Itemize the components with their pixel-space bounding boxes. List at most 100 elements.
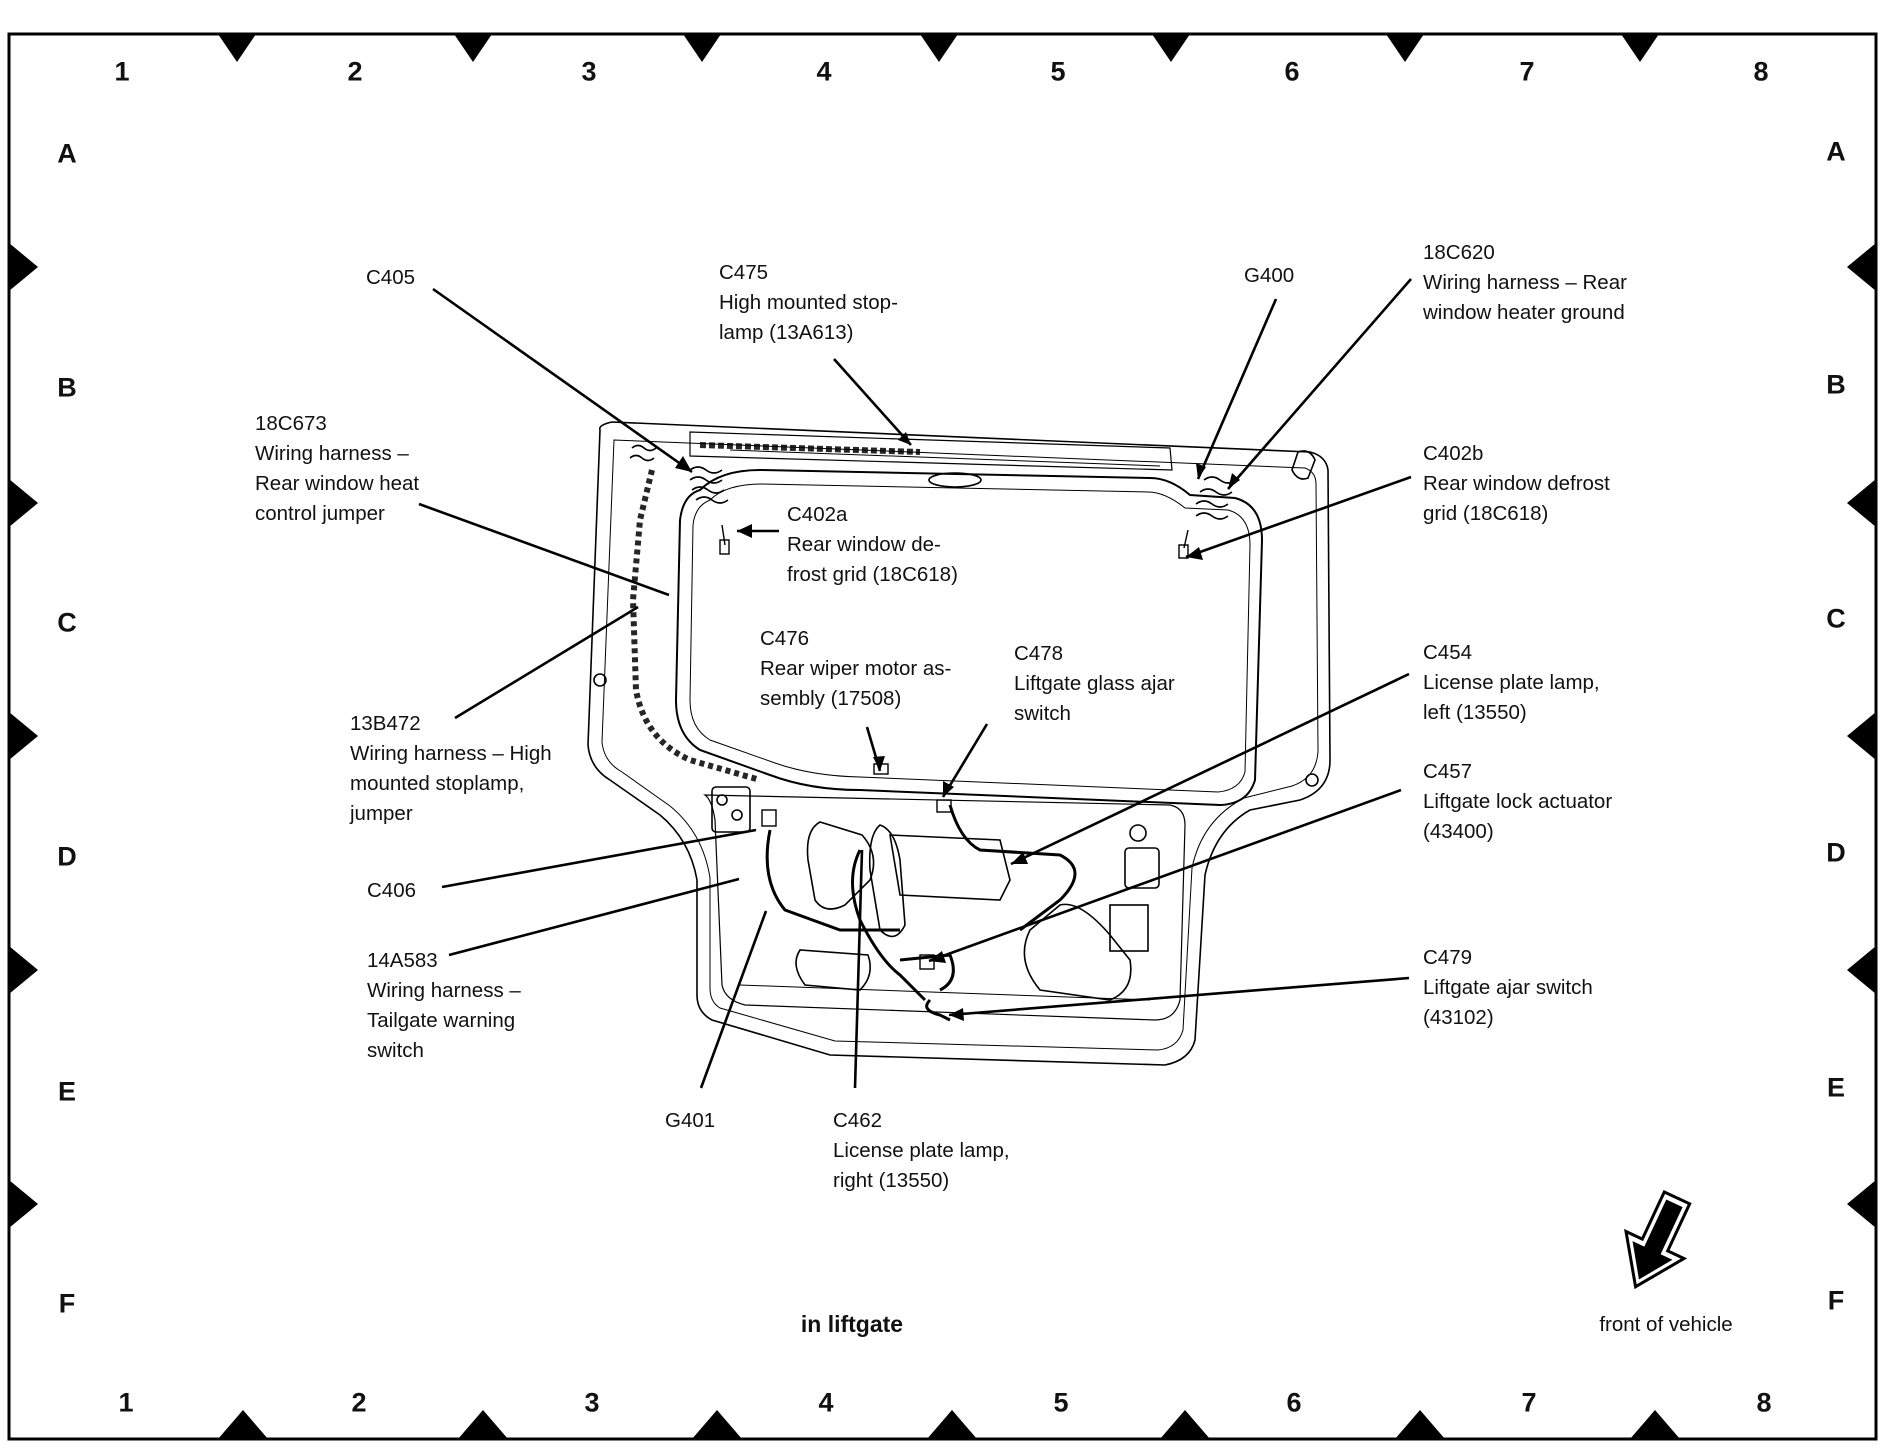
grid-marker	[218, 1410, 268, 1439]
grid-column-label: 7	[1521, 1387, 1537, 1418]
arrowhead	[1186, 547, 1203, 560]
grid-marker	[218, 34, 256, 62]
grid-markers-bottom	[218, 1410, 1680, 1439]
grid-row-label: D	[57, 841, 77, 872]
grid-marker	[1621, 34, 1659, 62]
callout-code: C406	[367, 879, 417, 902]
callout-description: Wiring harness –	[367, 979, 521, 1002]
callout-code: 18C620	[1423, 241, 1495, 264]
callout-G400: G400	[1244, 261, 1294, 291]
grid-marker	[927, 1410, 977, 1439]
callout-C475: C475 High mounted stop- lamp (13A613)	[719, 258, 898, 348]
arrowhead	[929, 951, 946, 963]
arrowhead	[873, 756, 885, 771]
callout-code: C476	[760, 627, 810, 650]
grid-column-label: 3	[584, 1387, 600, 1418]
callout-C454: C454 License plate lamp, left (13550)	[1423, 638, 1600, 728]
grid-column-label: 5	[1053, 1387, 1069, 1418]
leader-line-18C620	[1227, 278, 1412, 490]
callout-C476: C476 Rear wiper motor as- sembly (17508)	[760, 624, 951, 714]
callout-code: 14A583	[367, 949, 438, 972]
grid-column-label: 4	[816, 56, 832, 87]
grid-column-label: 6	[1286, 1387, 1302, 1418]
grid-marker	[9, 243, 38, 291]
callout-description: Liftgate glass ajar	[1014, 672, 1175, 695]
grid-marker	[1630, 1410, 1680, 1439]
leader-line-C462	[853, 849, 864, 1089]
grid-column-label: 1	[118, 1387, 134, 1418]
callout-description: frost grid (18C618)	[787, 563, 958, 586]
callout-code: 13B472	[350, 712, 421, 735]
callout-description: mounted stoplamp,	[350, 772, 525, 795]
callout-code: C462	[833, 1109, 883, 1132]
leader-line-G400	[1196, 298, 1278, 480]
callout-description: Rear window de-	[787, 533, 941, 556]
callout-13B472: 13B472 Wiring harness – High mounted sto…	[350, 709, 552, 829]
grid-marker	[1386, 34, 1424, 62]
grid-row-label: F	[1827, 1285, 1845, 1316]
leader-lines	[418, 278, 1412, 1089]
grid-column-label: 8	[1756, 1387, 1772, 1418]
callout-description: switch	[367, 1039, 424, 1062]
grid-row-label: C	[57, 607, 77, 638]
grid-column-label: 5	[1050, 56, 1066, 87]
grid-marker	[1847, 1180, 1876, 1228]
callout-description: Wiring harness –	[255, 442, 409, 465]
callout-C405: C405	[366, 263, 415, 293]
grid-column-label: 6	[1284, 56, 1300, 87]
callout-description: Wiring harness – Rear	[1423, 271, 1627, 294]
grid-row-label: E	[57, 1076, 77, 1107]
callout-description: Wiring harness – High	[350, 742, 552, 765]
callout-C457: C457 Liftgate lock actuator (43400)	[1423, 757, 1612, 847]
callout-code: C479	[1423, 946, 1473, 969]
leader-line-13B472	[454, 605, 639, 720]
callout-18C673: 18C673 Wiring harness – Rear window heat…	[255, 409, 419, 529]
callout-C462: C462 License plate lamp, right (13550)	[833, 1106, 1010, 1196]
callout-C479: C479 Liftgate ajar switch (43102)	[1423, 943, 1593, 1033]
callout-code: G400	[1244, 264, 1295, 287]
callout-code: C457	[1423, 760, 1473, 783]
grid-column-label: 4	[818, 1387, 834, 1418]
leader-arrowheads	[675, 432, 1240, 1021]
grid-marker	[920, 34, 958, 62]
callout-description: jumper	[350, 802, 413, 825]
grid-marker	[1152, 34, 1190, 62]
callout-description: (43102)	[1423, 1006, 1494, 1029]
callout-code: C454	[1423, 641, 1473, 664]
leader-line-G401	[699, 910, 768, 1089]
callout-code: G401	[665, 1109, 716, 1132]
leader-line-C406	[441, 828, 757, 889]
callout-code: C478	[1014, 642, 1064, 665]
leader-line-C457	[928, 788, 1402, 963]
callout-description: window heater ground	[1423, 301, 1625, 324]
arrowhead	[943, 781, 954, 797]
leader-line-C405	[432, 287, 693, 474]
front-of-vehicle-arrow-icon	[1624, 1189, 1692, 1290]
callout-description: Rear window defrost	[1423, 472, 1610, 495]
callout-description: sembly (17508)	[760, 687, 902, 710]
arrowhead	[949, 1008, 964, 1021]
arrowhead	[1011, 852, 1028, 864]
grid-column-label: 8	[1753, 56, 1769, 87]
callout-description: Rear wiper motor as-	[760, 657, 952, 680]
grid-marker	[458, 1410, 508, 1439]
arrowhead	[737, 524, 752, 538]
grid-marker	[692, 1410, 742, 1439]
leader-line-C454	[1010, 672, 1410, 866]
callout-description: switch	[1014, 702, 1071, 725]
grid-column-label: 2	[351, 1387, 367, 1418]
callout-code: C405	[366, 266, 416, 289]
leader-line-18C673	[418, 502, 670, 597]
callout-C402b: C402b Rear window defrost grid (18C618)	[1423, 439, 1610, 529]
grid-markers-left	[9, 243, 38, 1228]
callout-code: C402b	[1423, 442, 1484, 465]
arrowhead	[675, 456, 692, 472]
grid-markers-top	[218, 34, 1659, 62]
grid-marker	[1847, 946, 1876, 994]
callout-description: left (13550)	[1423, 701, 1527, 724]
leader-line-C479	[948, 976, 1410, 1017]
grid-column-label: 3	[581, 56, 597, 87]
grid-marker	[683, 34, 721, 62]
callout-description: Liftgate ajar switch	[1423, 976, 1593, 999]
